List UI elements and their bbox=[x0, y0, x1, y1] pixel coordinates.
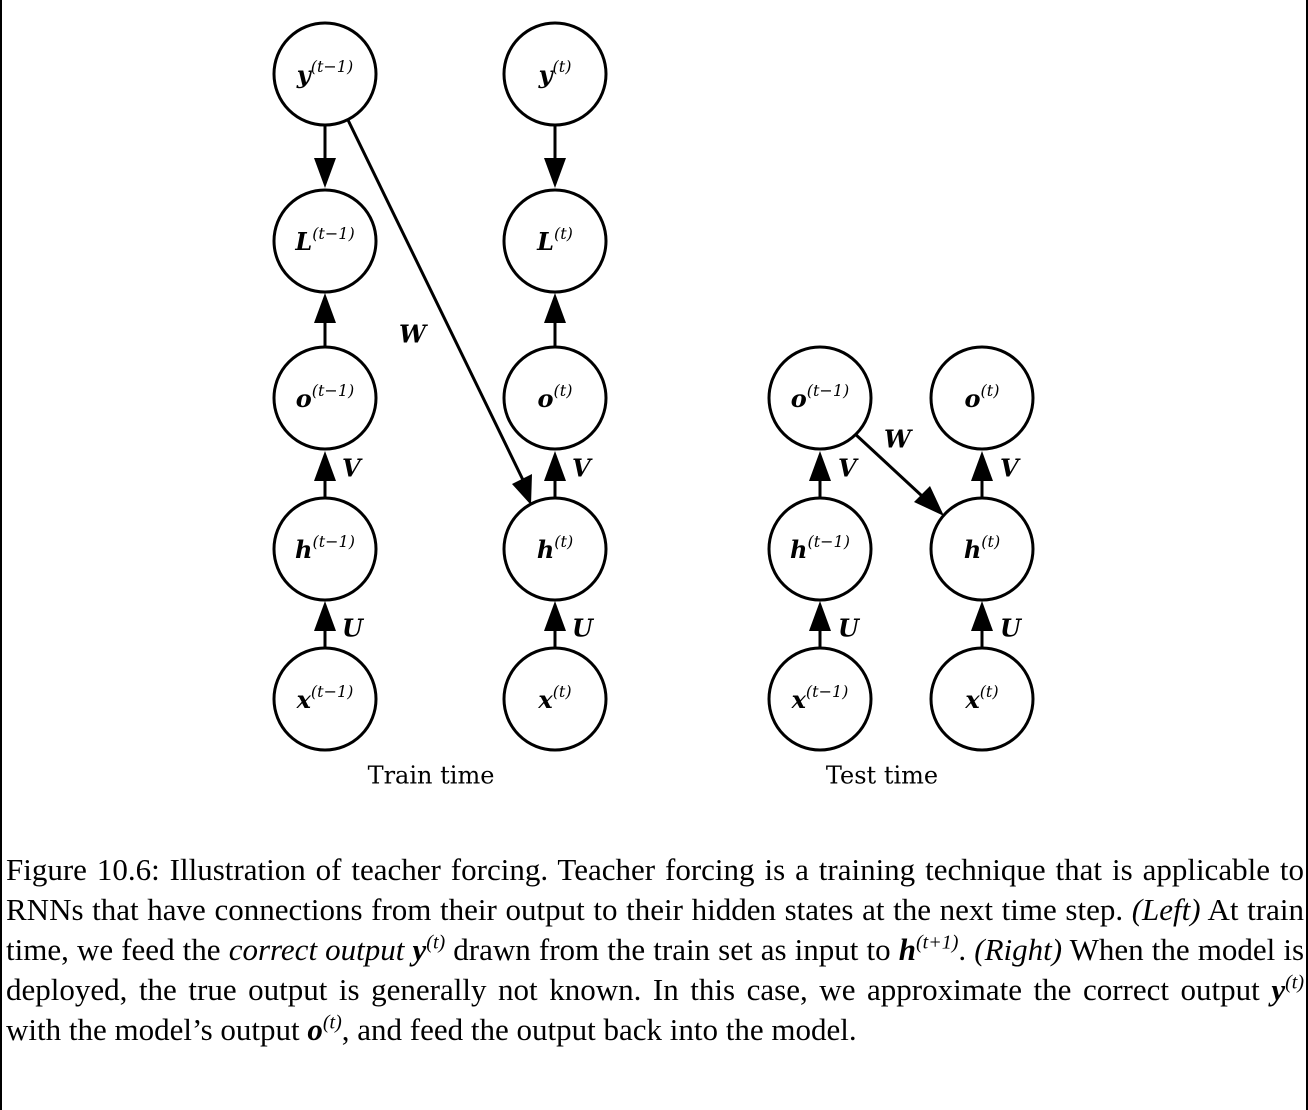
svg-text:x(t): x(t) bbox=[964, 682, 998, 714]
edge-label-V-train-left: V bbox=[342, 454, 363, 483]
edge-label-V-test-right: V bbox=[1000, 454, 1021, 483]
svg-text:y(t−1): y(t−1) bbox=[296, 57, 353, 89]
node-h-tm1-test: h(t−1) bbox=[767, 496, 873, 602]
svg-text:y(t): y(t) bbox=[538, 57, 572, 89]
caption-superscript: (t+1) bbox=[916, 931, 959, 954]
arrowhead bbox=[512, 474, 532, 505]
arrowhead bbox=[314, 158, 336, 188]
svg-text:h(t−1): h(t−1) bbox=[790, 532, 850, 564]
edge-label-U-test-right: U bbox=[1000, 614, 1023, 643]
node-o-tm1: o(t−1) bbox=[272, 345, 378, 451]
svg-text:L(t−1): L(t−1) bbox=[294, 224, 354, 256]
arrowhead bbox=[914, 486, 944, 516]
node-L-tm1: L(t−1) bbox=[272, 188, 378, 294]
node-y-tm1: y(t−1) bbox=[272, 21, 378, 127]
node-h-t-test: h(t) bbox=[929, 496, 1035, 602]
node-o-tm1-test: o(t−1) bbox=[767, 345, 873, 451]
svg-text:o(t−1): o(t−1) bbox=[296, 381, 355, 413]
arrowhead bbox=[809, 601, 831, 631]
svg-text:x(t−1): x(t−1) bbox=[791, 682, 849, 714]
arrowhead bbox=[544, 293, 566, 323]
caption-period: . bbox=[958, 932, 967, 967]
edge-label-U-train-right: U bbox=[572, 614, 595, 643]
node-o-t-test: o(t) bbox=[929, 345, 1035, 451]
edge-label-W-test: W bbox=[884, 425, 913, 454]
caption-text: At train time, we feed the bbox=[6, 892, 1304, 967]
caption-correct-output: correct output bbox=[228, 932, 405, 967]
caption-symbol-y: y bbox=[1271, 972, 1286, 1007]
teacher-forcing-diagram: W V V U U W V V U U y(t−1) L(t−1) o(t−1)… bbox=[272, 21, 1035, 790]
arrowhead bbox=[314, 601, 336, 631]
caption-text: , and feed the output back into the mode… bbox=[341, 1012, 857, 1047]
panel-label-test: Test time bbox=[826, 762, 938, 790]
arrowhead bbox=[314, 451, 336, 481]
svg-text:x(t−1): x(t−1) bbox=[296, 682, 354, 714]
caption-text: When the model is deployed, the true out… bbox=[6, 932, 1305, 1007]
caption-superscript: (t) bbox=[426, 931, 446, 954]
caption-text: Figure 10.6: Illustration of teacher for… bbox=[6, 852, 1304, 927]
caption-right: (Right) bbox=[974, 932, 1063, 967]
caption-superscript: (t) bbox=[322, 1011, 342, 1034]
panel-label-train: Train time bbox=[368, 762, 495, 790]
svg-text:h(t): h(t) bbox=[964, 532, 1000, 564]
caption-text: with the model’s output bbox=[6, 1012, 308, 1047]
node-x-tm1: x(t−1) bbox=[272, 646, 378, 752]
arrowhead bbox=[544, 451, 566, 481]
edge-label-U-train-left: U bbox=[342, 614, 365, 643]
arrowhead bbox=[544, 601, 566, 631]
arrowhead bbox=[314, 293, 336, 323]
caption-left: (Left) bbox=[1131, 892, 1201, 927]
arrowhead bbox=[544, 158, 566, 188]
arrowhead bbox=[971, 451, 993, 481]
svg-text:x(t): x(t) bbox=[537, 682, 571, 714]
node-h-t: h(t) bbox=[502, 496, 608, 602]
caption-symbol-o: o bbox=[307, 1012, 323, 1047]
edge-label-U-test-left: U bbox=[838, 614, 861, 643]
svg-text:o(t): o(t) bbox=[538, 381, 573, 413]
edge-y-tm1-to-h-t bbox=[346, 119, 525, 481]
svg-text:h(t): h(t) bbox=[537, 532, 573, 564]
caption-text: drawn from the train set as input to bbox=[445, 932, 899, 967]
figure-caption: Figure 10.6: Illustration of teacher for… bbox=[6, 850, 1304, 1050]
edge-o-tm1-to-h-t-test bbox=[852, 431, 924, 498]
node-x-t-test: x(t) bbox=[929, 646, 1035, 752]
svg-text:h(t−1): h(t−1) bbox=[295, 532, 355, 564]
node-x-tm1-test: x(t−1) bbox=[767, 646, 873, 752]
node-y-t: y(t) bbox=[502, 21, 608, 127]
edge-label-V-train-right: V bbox=[572, 454, 593, 483]
node-h-tm1: h(t−1) bbox=[272, 496, 378, 602]
caption-symbol-h: h bbox=[898, 932, 916, 967]
caption-superscript: (t) bbox=[1285, 971, 1304, 994]
svg-text:o(t−1): o(t−1) bbox=[791, 381, 850, 413]
svg-text:o(t): o(t) bbox=[965, 381, 1000, 413]
arrowhead bbox=[809, 451, 831, 481]
node-o-t: o(t) bbox=[502, 345, 608, 451]
edge-label-W-train: W bbox=[399, 320, 428, 349]
svg-text:L(t): L(t) bbox=[536, 224, 573, 256]
edge-label-V-test-left: V bbox=[838, 454, 859, 483]
arrowhead bbox=[971, 601, 993, 631]
caption-symbol-y: y bbox=[412, 932, 427, 967]
node-x-t: x(t) bbox=[502, 646, 608, 752]
node-L-t: L(t) bbox=[502, 188, 608, 294]
